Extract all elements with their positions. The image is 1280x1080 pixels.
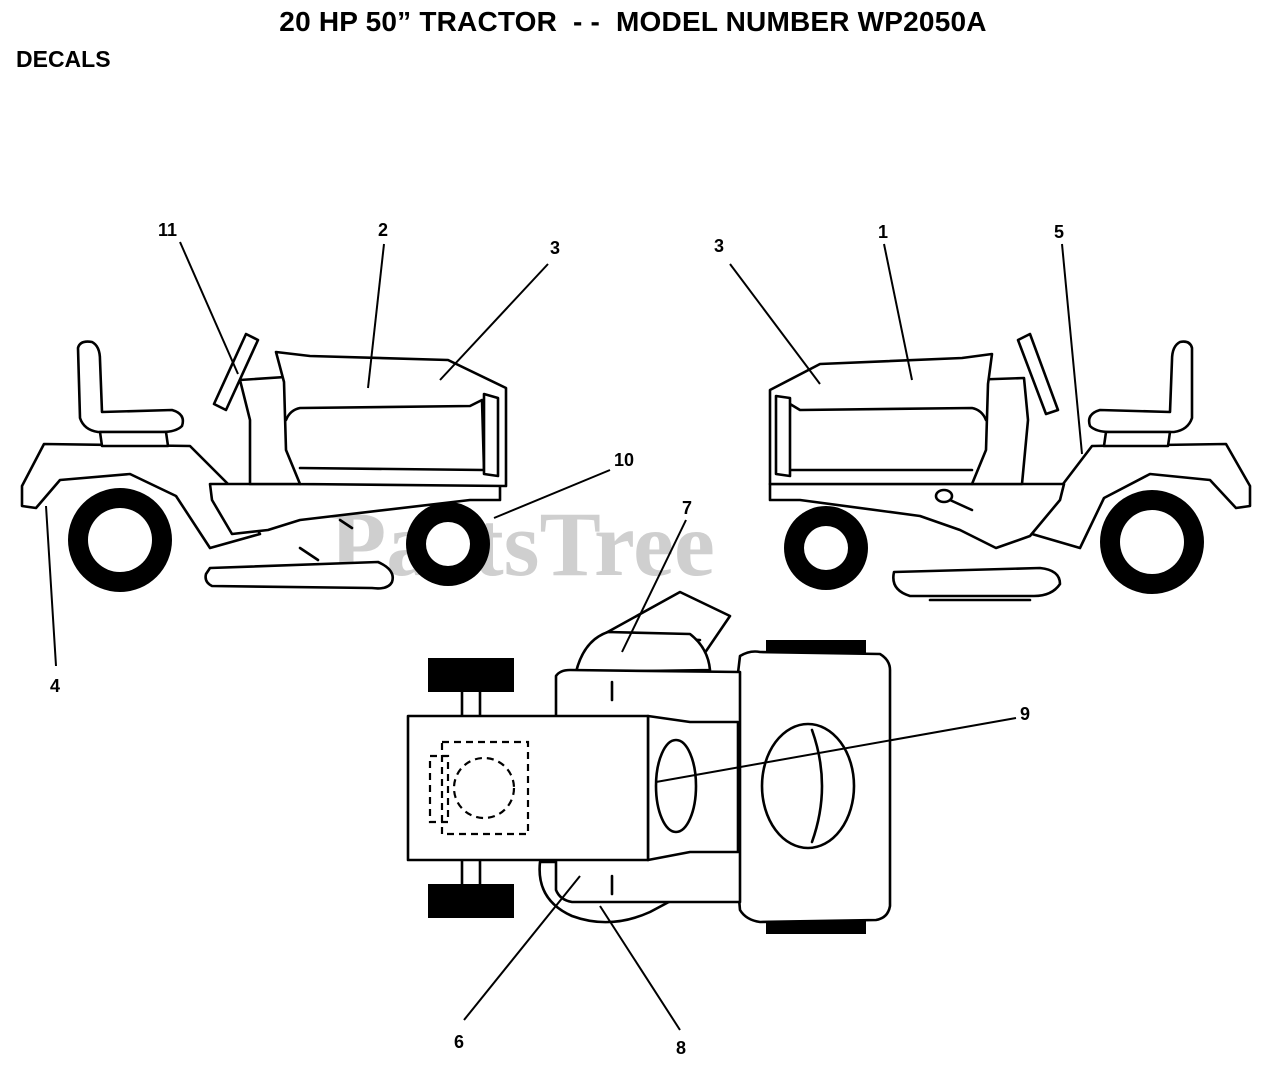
tractor-left-side-view (20, 332, 508, 592)
right-seat (1087, 340, 1194, 434)
tractor-top-view (406, 590, 892, 934)
left-chassis (208, 482, 502, 536)
callout-4: 4 (50, 676, 60, 696)
callout-3-right: 3 (714, 236, 724, 256)
left-hood (274, 350, 508, 488)
callout-10: 10 (614, 450, 634, 470)
top-front-tire-upper (428, 658, 514, 692)
right-steering-wheel (1016, 332, 1060, 416)
page-title: 20 HP 50” TRACTOR - - MODEL NUMBER WP205… (279, 6, 987, 37)
callout-numbers: 11 2 3 10 4 3 1 5 7 9 6 8 (50, 220, 1064, 1058)
right-chassis (768, 482, 1066, 550)
top-seat (760, 722, 856, 850)
right-mower-deck (892, 566, 1062, 598)
callout-11: 11 (158, 220, 177, 240)
tractor-right-side-view (768, 332, 1252, 602)
leader-lines (45, 241, 1083, 1031)
callout-7: 7 (682, 498, 692, 518)
callout-9: 9 (1020, 704, 1030, 724)
top-steering-wheel (654, 738, 698, 834)
left-mower-deck (204, 560, 394, 590)
callout-3-left: 3 (550, 238, 560, 258)
callout-2: 2 (378, 220, 388, 240)
callout-8: 8 (676, 1038, 686, 1058)
callout-1: 1 (878, 222, 888, 242)
callout-5: 5 (1054, 222, 1064, 242)
callout-6: 6 (454, 1032, 464, 1052)
section-label: DECALS (16, 46, 111, 72)
top-front-tire-lower (428, 884, 514, 918)
left-seat (76, 340, 185, 434)
right-hood (768, 352, 994, 486)
left-steering-wheel (212, 332, 260, 412)
